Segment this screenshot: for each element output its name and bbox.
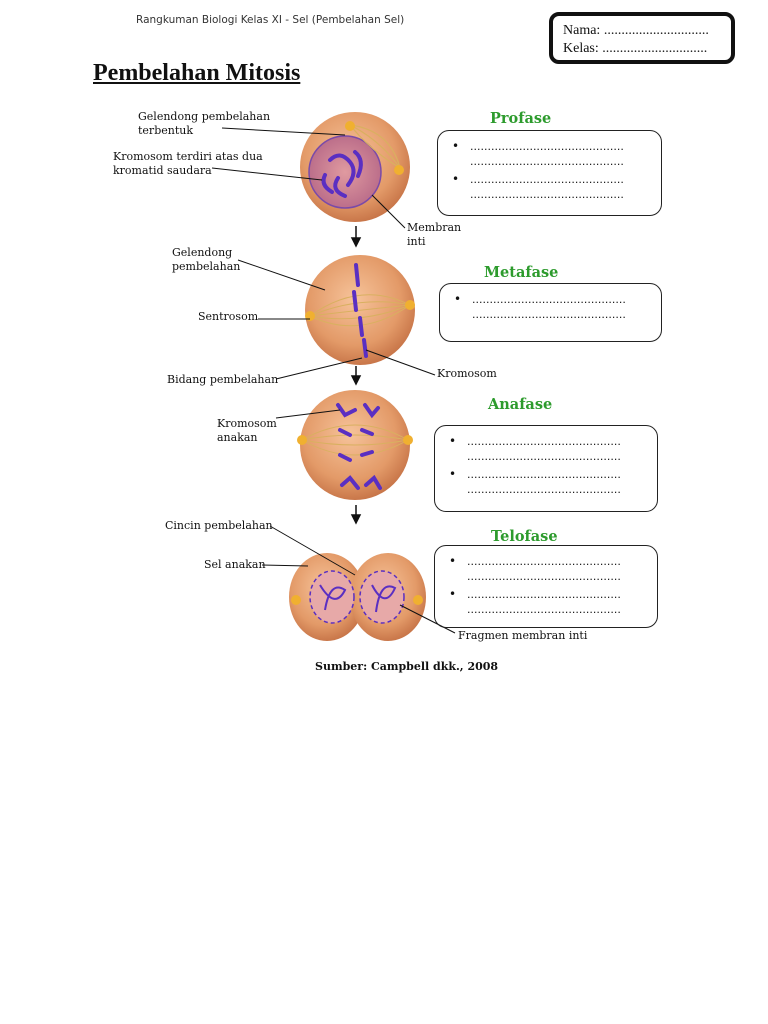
phase-title-metafase: Metafase: [484, 264, 559, 281]
label-kromosom-kromatid: Kromosom terdiri atas dua kromatid sauda…: [113, 150, 263, 177]
answer-bullet[interactable]: ........................................…: [449, 554, 649, 584]
answer-bullet[interactable]: ........................................…: [449, 434, 649, 464]
running-header: Rangkuman Biologi Kelas XI - Sel (Pembel…: [136, 14, 405, 26]
page-title: Pembelahan Mitosis: [93, 60, 301, 86]
student-info-box: Nama: .............................. Kel…: [549, 12, 735, 64]
label-bidang-pembelahan: Bidang pembelahan: [167, 373, 279, 386]
label-gelendong-terbentuk: Gelendong pembelahan terbentuk: [138, 110, 271, 137]
label-fragmen-membran: Fragmen membran inti: [458, 629, 588, 642]
label-gelendong-pembelahan: Gelendong pembelahan: [172, 246, 241, 273]
metaphase-cell: [305, 255, 415, 365]
answer-bullet[interactable]: ........................................…: [449, 467, 649, 497]
phase-title-anafase: Anafase: [488, 396, 553, 413]
label-cincin-pembelahan: Cincin pembelahan: [165, 519, 273, 532]
answer-box-profase: ........................................…: [437, 130, 662, 216]
prophase-cell: [300, 112, 410, 222]
answer-bullet[interactable]: ........................................…: [452, 139, 653, 169]
answer-box-anafase: ........................................…: [434, 425, 658, 512]
anaphase-cell: [297, 390, 413, 500]
label-membran-inti: Membran inti: [407, 221, 462, 248]
phase-title-telofase: Telofase: [491, 528, 558, 545]
name-line[interactable]: Nama: ..............................: [563, 23, 709, 38]
answer-bullet[interactable]: ........................................…: [454, 292, 653, 322]
phase-arrows: [350, 226, 362, 525]
label-sel-anakan: Sel anakan: [204, 558, 266, 571]
answer-box-metafase: ........................................…: [439, 283, 662, 342]
class-line[interactable]: Kelas: ..............................: [563, 41, 708, 56]
label-kromosom: Kromosom: [437, 367, 497, 380]
leader-lines: [211, 127, 456, 634]
mitosis-diagram: [211, 112, 456, 641]
telophase-cell: [289, 553, 426, 641]
label-kromosom-anakan: Kromosom anakan: [217, 417, 277, 444]
answer-box-telofase: ........................................…: [434, 545, 658, 628]
answer-bullet[interactable]: ........................................…: [449, 587, 649, 617]
label-sentrosom: Sentrosom: [198, 310, 259, 323]
answer-bullet[interactable]: ........................................…: [452, 172, 653, 202]
source-citation: Sumber: Campbell dkk., 2008: [315, 660, 499, 673]
phase-title-profase: Profase: [490, 110, 552, 127]
